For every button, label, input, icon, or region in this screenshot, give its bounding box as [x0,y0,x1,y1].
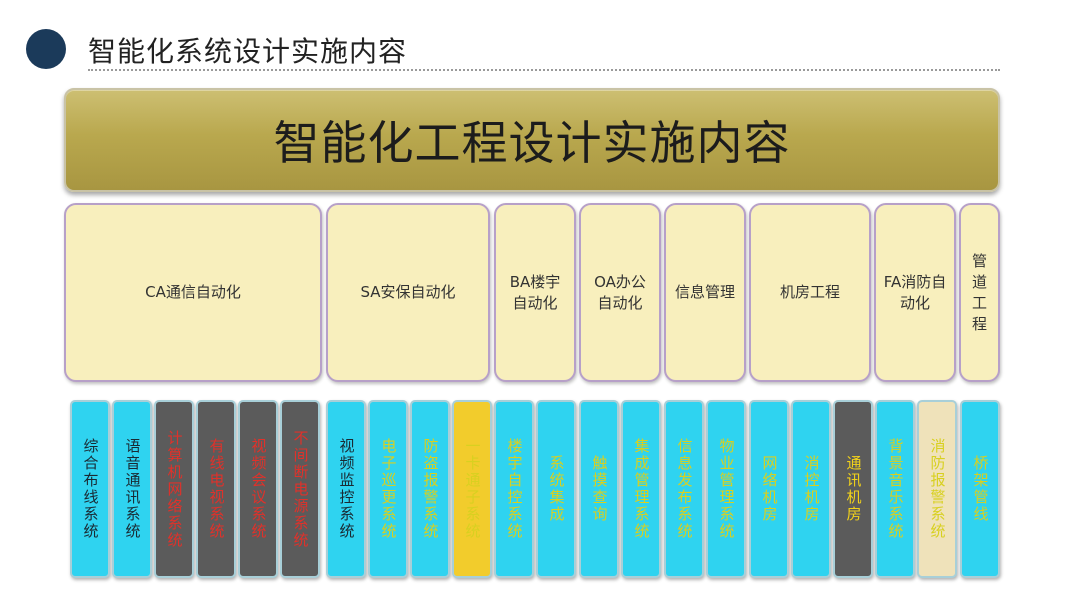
system-box: 不间断电源系统 [280,400,320,578]
system-box: 视频会议系统 [238,400,278,578]
category-fa: FA消防自 动化 [874,203,956,382]
system-label: 视频监控系统 [337,438,356,540]
category-label: SA安保自动化 [360,283,456,301]
category-label: OA办公 自动化 [594,272,646,312]
category-label: BA楼宇 自动化 [509,272,561,312]
system-box: 背景音乐系统 [875,400,915,578]
system-box: 视频监控系统 [326,400,366,578]
system-box: 计算机网络系统 [154,400,194,578]
system-label: 有线电视系统 [207,438,226,540]
system-label: 楼宇自控系统 [505,438,524,540]
system-label: 消控机房 [802,455,821,523]
system-label: 信息发布系统 [675,438,694,540]
system-label: 背景音乐系统 [886,438,905,540]
system-label: 网络机房 [760,455,779,523]
system-label: 防盗报警系统 [421,438,440,540]
system-box: 有线电视系统 [196,400,236,578]
system-label: 电子巡更系统 [379,438,398,540]
system-label: 桥架管线 [971,455,990,523]
category-ca: CA通信自动化 [64,203,322,382]
system-box: 消防报警系统 [917,400,957,578]
system-label: 集成管理系统 [632,438,651,540]
category-label: FA消防自 动化 [883,272,947,312]
category-info-management: 信息管理 [664,203,746,382]
system-box: 通讯机房 [833,400,873,578]
system-label: 语音通讯系统 [123,438,142,540]
system-box: 一卡通子系统 [452,400,492,578]
system-box: 系统集成 [536,400,576,578]
system-box: 电子巡更系统 [368,400,408,578]
category-ba: BA楼宇 自动化 [494,203,576,382]
system-box: 语音通讯系统 [112,400,152,578]
system-label: 触摸查询 [590,455,609,523]
system-label: 消防报警系统 [928,438,947,540]
category-label: 管 道 工 程 [971,251,987,333]
system-label: 系统集成 [547,455,566,523]
category-pipeline: 管 道 工 程 [959,203,1000,382]
system-label: 物业管理系统 [717,438,736,540]
system-box: 楼宇自控系统 [494,400,534,578]
system-label: 计算机网络系统 [165,429,184,549]
system-box: 信息发布系统 [664,400,704,578]
page-title: 智能化系统设计实施内容 [88,35,408,68]
system-box: 综合布线系统 [70,400,110,578]
system-label: 一卡通子系统 [463,438,482,540]
system-box: 网络机房 [749,400,789,578]
header-bullet-dot [26,29,66,69]
system-box: 集成管理系统 [621,400,661,578]
system-box: 消控机房 [791,400,831,578]
header-divider [88,69,1000,71]
system-label: 不间断电源系统 [291,429,310,549]
system-box: 触摸查询 [579,400,619,578]
top-level-box: 智能化工程设计实施内容 [64,88,1000,192]
category-label: CA通信自动化 [145,283,241,301]
category-sa: SA安保自动化 [326,203,490,382]
system-label: 综合布线系统 [81,438,100,540]
system-label: 通讯机房 [844,455,863,523]
top-level-title: 智能化工程设计实施内容 [273,116,791,170]
category-label: 机房工程 [779,283,840,301]
category-machine-room: 机房工程 [749,203,871,382]
system-box: 物业管理系统 [706,400,746,578]
system-box: 防盗报警系统 [410,400,450,578]
system-box: 桥架管线 [960,400,1000,578]
system-label: 视频会议系统 [249,438,268,540]
category-label: 信息管理 [674,283,735,301]
category-oa: OA办公 自动化 [579,203,661,382]
